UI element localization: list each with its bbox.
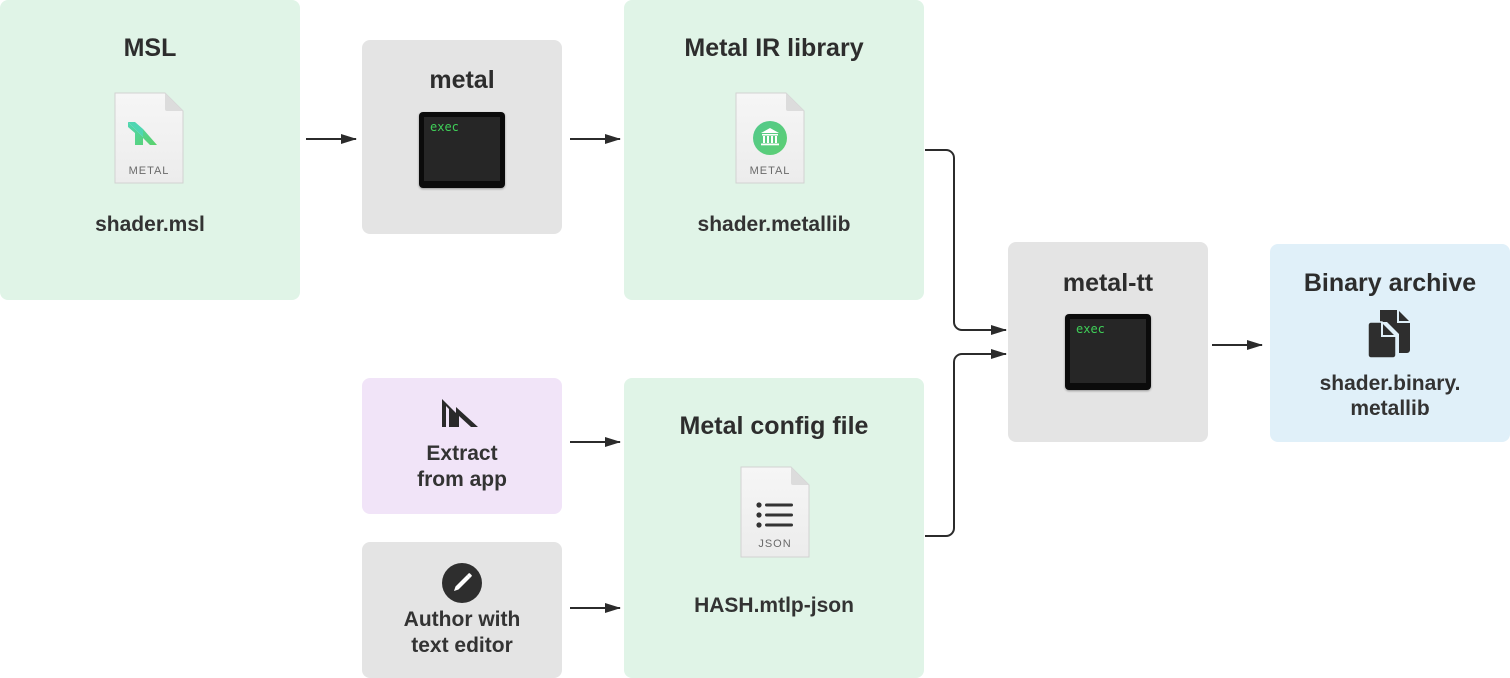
node-metal: metal exec: [362, 40, 562, 234]
node-caption-line2: text editor: [411, 634, 513, 657]
exec-label: exec: [430, 120, 459, 134]
metal-library-file-icon: METAL: [735, 92, 805, 184]
documents-icon: [1367, 310, 1410, 359]
node-title: Metal IR library: [684, 34, 864, 62]
exec-label: exec: [1076, 322, 1105, 336]
file-type-label: METAL: [750, 165, 791, 177]
node-caption: shader.metallib: [697, 213, 851, 236]
terminal-exec-icon: exec: [1065, 314, 1151, 390]
node-metal-config-file: Metal config file JSON HASH.mtlp-json: [624, 378, 924, 678]
node-title: metal: [429, 66, 495, 94]
pencil-icon: [442, 563, 482, 603]
node-extract-from-app: Extract from app: [362, 378, 562, 514]
node-title: metal-tt: [1062, 269, 1154, 297]
node-binary-archive: Binary archive shader.binary. metallib: [1270, 244, 1510, 442]
node-metal-tt: metal-tt exec: [1008, 242, 1208, 442]
node-author-with-text-editor: Author with text editor: [362, 542, 562, 678]
json-file-icon: JSON: [740, 466, 810, 558]
node-caption: HASH.mtlp-json: [694, 594, 854, 617]
edge-metal-ir-to-metal-tt: [925, 149, 1007, 335]
node-metal-ir-library: Metal IR library METAL shader.metallib: [624, 0, 924, 300]
node-msl: MSL METAL shader.msl: [0, 0, 300, 300]
terminal-exec-icon: exec: [419, 112, 505, 188]
node-caption-line2: from app: [417, 468, 507, 491]
node-caption-line1: Author with: [403, 608, 521, 631]
node-title: Metal config file: [679, 412, 869, 440]
node-title: MSL: [123, 34, 177, 62]
node-caption-line2: metallib: [1350, 397, 1430, 420]
edge-config-to-metal-tt: [925, 349, 1007, 537]
metal-source-file-icon: METAL: [114, 92, 184, 184]
metal-logo-icon: [442, 399, 478, 427]
file-type-label: METAL: [129, 165, 170, 177]
node-caption-line1: shader.binary.: [1319, 372, 1461, 395]
node-title: Binary archive: [1303, 269, 1477, 297]
node-caption: shader.msl: [95, 213, 205, 236]
file-type-label: JSON: [758, 538, 791, 550]
node-caption-line1: Extract: [426, 442, 498, 465]
